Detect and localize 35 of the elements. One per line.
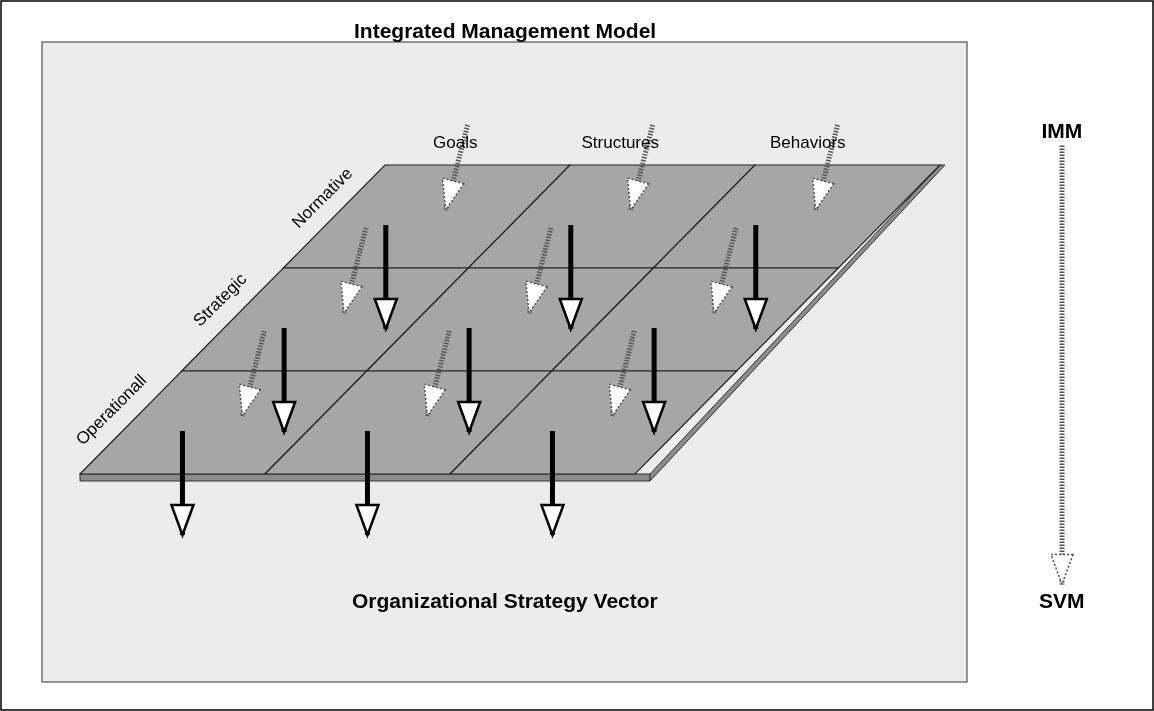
arrow: [355, 431, 380, 537]
arrow: [608, 330, 637, 417]
arrow: [238, 330, 267, 417]
grid-cell: [281, 164, 572, 269]
arrow: [340, 227, 369, 314]
column-label: Structures: [581, 133, 659, 153]
node-label: SVM: [1039, 588, 1085, 612]
grid-cell: [78, 370, 369, 475]
arrow: [743, 225, 769, 331]
grid-cell: [550, 267, 840, 372]
arrow: [641, 328, 667, 434]
arrow: [456, 328, 482, 434]
node-label: IMM: [1041, 118, 1083, 142]
grid-cell: [365, 267, 655, 372]
arrow: [525, 227, 554, 314]
arrow: [710, 227, 739, 314]
arrow: [373, 225, 399, 331]
grid-cell: [448, 370, 739, 475]
column-label: Goals: [433, 133, 478, 153]
arrow: [558, 225, 584, 331]
grid-cell: [180, 267, 470, 372]
bottom-heading: Organizational Strategy Vector: [352, 588, 658, 612]
arrow: [170, 431, 195, 537]
arrow: [540, 431, 565, 537]
arrow: [811, 124, 841, 211]
diagram-title: Integrated Management Model: [354, 18, 657, 42]
grid-cell: [263, 370, 554, 475]
arrow: [1050, 145, 1074, 586]
arrow: [441, 124, 471, 211]
grid-cell: [651, 164, 942, 269]
arrow: [423, 330, 452, 417]
column-label: Behaviors: [770, 133, 846, 153]
grid-cell: [466, 164, 757, 269]
arrow: [271, 328, 297, 434]
arrow: [626, 124, 656, 211]
